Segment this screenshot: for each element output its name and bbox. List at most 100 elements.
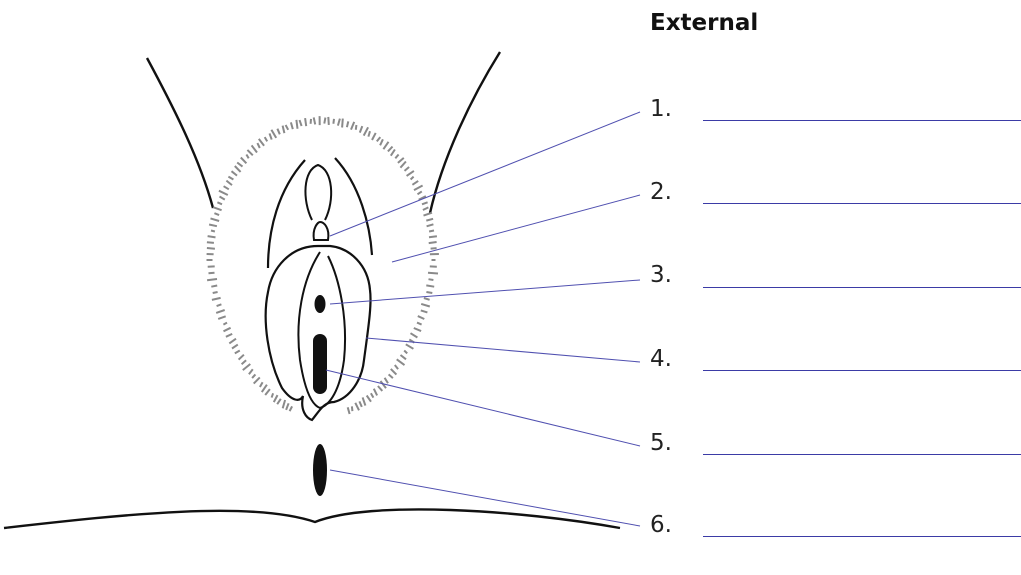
hair-stroke xyxy=(417,323,422,325)
hair-stroke xyxy=(359,401,361,407)
hair-stroke xyxy=(429,231,434,232)
hair-stroke xyxy=(426,219,433,221)
leader-line-5 xyxy=(326,370,640,446)
hair-stroke xyxy=(429,242,437,243)
hair-stroke xyxy=(262,385,267,392)
hair-stroke xyxy=(209,225,217,227)
hair-stroke xyxy=(219,191,228,195)
hair-stroke xyxy=(404,351,407,354)
hair-stroke xyxy=(214,213,219,215)
hair-stroke xyxy=(235,166,241,172)
hair-stroke xyxy=(283,126,285,134)
clitoral-hood xyxy=(305,165,331,220)
hair-stroke xyxy=(367,396,371,402)
answer-blank-2[interactable] xyxy=(703,203,1021,204)
hair-stroke xyxy=(385,378,388,383)
leader-line-6 xyxy=(330,470,640,526)
leader-line-2 xyxy=(392,195,640,262)
answer-blank-4[interactable] xyxy=(703,370,1021,371)
answer-blank-1[interactable] xyxy=(703,120,1021,121)
hair-stroke xyxy=(391,369,397,375)
hair-stroke xyxy=(400,162,406,168)
hair-stroke xyxy=(260,382,263,387)
hair-stroke xyxy=(286,125,289,130)
hair-stroke xyxy=(422,202,428,204)
hair-stroke xyxy=(371,393,374,397)
hair-stroke xyxy=(377,137,381,141)
leader-line-4 xyxy=(366,338,640,362)
hair-stroke xyxy=(429,236,437,237)
vaginal-opening xyxy=(313,334,327,394)
hair-stroke xyxy=(226,181,232,186)
hair-stroke xyxy=(305,118,306,126)
hair-stroke xyxy=(378,386,382,391)
hair-stroke xyxy=(355,403,359,411)
hair-stroke xyxy=(401,355,407,359)
hair-stroke xyxy=(207,248,215,249)
hair-stroke xyxy=(243,364,251,370)
hair-stroke xyxy=(211,286,217,287)
hair-stroke xyxy=(218,316,226,319)
hair-stroke xyxy=(426,285,434,286)
hair-stroke xyxy=(414,328,421,331)
hair-stroke xyxy=(217,304,222,306)
hair-stroke xyxy=(324,118,325,124)
answer-blank-6[interactable] xyxy=(703,536,1021,537)
hair-stroke xyxy=(397,359,405,365)
hair-stroke xyxy=(412,181,418,185)
hair-stroke xyxy=(265,137,268,141)
hair-stroke xyxy=(254,377,260,383)
hair-stroke xyxy=(405,167,410,171)
urethral-opening xyxy=(315,295,326,313)
hair-stroke xyxy=(291,122,293,129)
hair-stroke xyxy=(228,177,233,180)
left-thigh-curve xyxy=(147,58,213,208)
clitoris xyxy=(314,222,329,240)
hair-stroke xyxy=(348,407,350,414)
leader-line-1 xyxy=(330,112,640,236)
hair-stroke xyxy=(333,119,334,124)
right-labium-line xyxy=(335,158,372,255)
label-number-4: 4. xyxy=(650,346,672,372)
section-title: External xyxy=(650,10,758,36)
hair-stroke xyxy=(421,310,428,312)
hair-stroke xyxy=(277,129,279,135)
hair-stroke xyxy=(229,339,236,344)
answer-blank-3[interactable] xyxy=(703,287,1021,288)
leader-line-3 xyxy=(330,280,640,304)
hair-stroke xyxy=(342,119,343,128)
label-number-1: 1. xyxy=(650,96,672,122)
hair-stroke xyxy=(217,202,222,204)
hair-stroke xyxy=(207,279,217,280)
answer-blank-5[interactable] xyxy=(703,454,1021,455)
hair-stroke xyxy=(246,155,248,159)
hair-stroke xyxy=(411,177,414,180)
hair-stroke xyxy=(272,393,274,397)
hair-stroke xyxy=(223,323,227,325)
hair-stroke xyxy=(352,406,353,411)
hair-stroke xyxy=(388,147,393,152)
hair-stroke xyxy=(241,158,247,164)
hair-stroke xyxy=(237,163,242,167)
hair-stroke xyxy=(235,351,240,354)
hair-stroke xyxy=(277,399,281,404)
hair-stroke xyxy=(209,273,215,274)
hair-stroke xyxy=(247,150,252,155)
hair-stroke xyxy=(220,197,225,200)
hair-stroke xyxy=(374,389,377,396)
hair-stroke xyxy=(424,213,433,216)
hair-stroke xyxy=(252,145,257,152)
hair-stroke xyxy=(426,292,432,293)
hair-stroke xyxy=(429,279,434,280)
hair-stroke xyxy=(411,333,418,337)
label-number-6: 6. xyxy=(650,512,672,538)
hair-stroke xyxy=(395,365,398,369)
hair-stroke xyxy=(421,304,430,307)
anus xyxy=(313,444,327,496)
hair-stroke xyxy=(418,316,425,319)
hair-stroke xyxy=(418,191,422,194)
hair-stroke xyxy=(389,374,393,378)
hair-stroke xyxy=(207,242,214,243)
hair-stroke xyxy=(395,155,398,159)
labia-minora xyxy=(266,246,371,420)
